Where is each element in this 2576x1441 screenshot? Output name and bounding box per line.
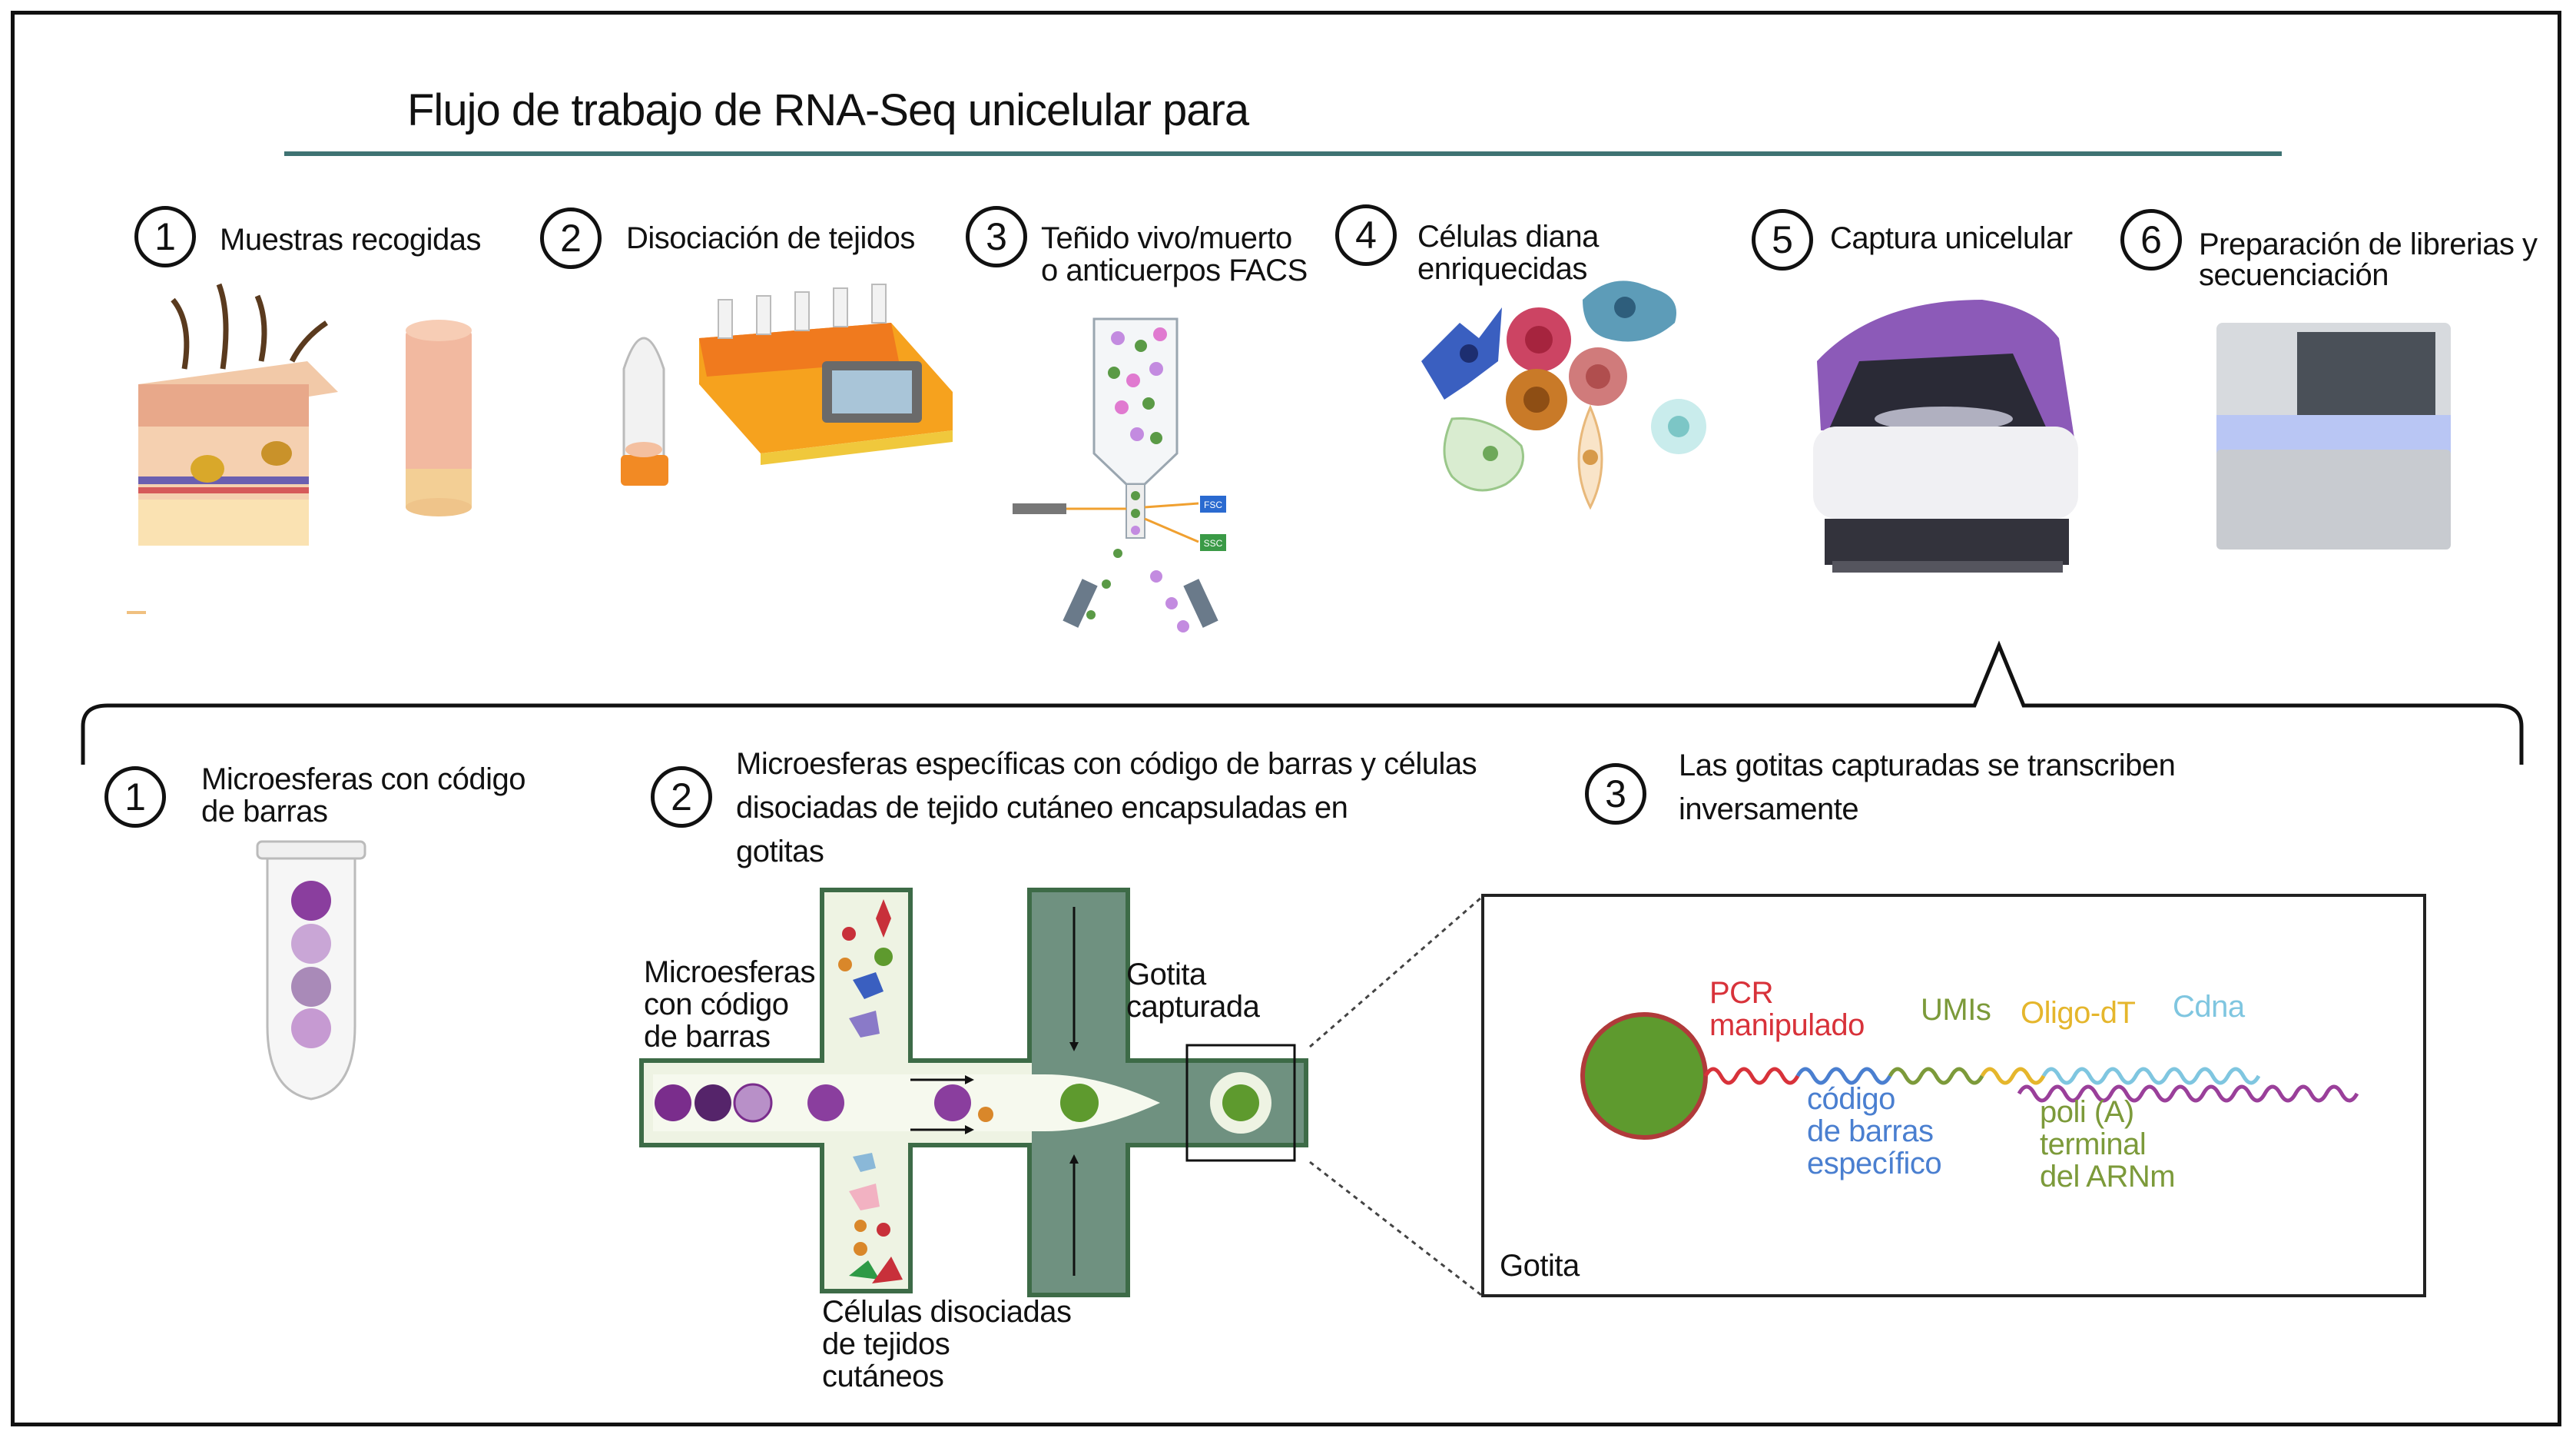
bottom-step-label-3-line2: inversamente — [1679, 792, 1859, 826]
polya-label-line1: poli (A) — [2040, 1095, 2134, 1129]
step-label-1: Muestras recogidas — [220, 223, 482, 257]
skin-block-illustration — [127, 283, 338, 614]
cdna-label: Cdna — [2173, 990, 2245, 1024]
fsc-tag: FSC — [1204, 500, 1222, 510]
bottom-step-label-2-line2: disociadas de tejido cutáneo encapsulada… — [736, 791, 1348, 825]
beads-label-line2: con código — [644, 988, 789, 1021]
pcr-label-line1: PCR — [1709, 976, 1773, 1010]
captured-label-line1: Gotita — [1126, 958, 1206, 991]
barcode-label-line2: de barras — [1807, 1114, 1934, 1148]
sequencer-illustration — [2216, 323, 2451, 550]
figure-title: Flujo de trabajo de RNA-Seq unicelular p… — [407, 85, 1249, 135]
barcode-label-line3: específico — [1807, 1147, 1942, 1180]
step-label-4-line2: enriquecidas — [1417, 252, 1587, 286]
step-number-1: 1 — [134, 206, 196, 267]
step-number-3: 3 — [966, 206, 1027, 267]
pcr-label-line2: manipulado — [1709, 1008, 1865, 1042]
figure-frame — [11, 11, 2561, 1426]
bottom-step-label-2-line3: gotitas — [736, 835, 824, 868]
bottom-step-label-1-line2: de barras — [201, 795, 328, 828]
umis-label: UMIs — [1921, 993, 1991, 1027]
ssc-tag: SSC — [1204, 538, 1223, 549]
bottom-step-label-3-line1: Las gotitas capturadas se transcriben — [1679, 749, 2176, 782]
beads-label-line3: de barras — [644, 1020, 771, 1054]
beads-label-line1: Microesferas — [644, 955, 815, 989]
captured-label-line2: capturada — [1126, 990, 1260, 1024]
title-rule — [284, 151, 2282, 156]
droplet-box-label: Gotita — [1500, 1249, 1580, 1283]
bottom-step-number-3: 3 — [1585, 763, 1646, 825]
step-label-5: Captura unicelular — [1830, 221, 2073, 255]
capture-instrument-illustration — [1813, 300, 2078, 573]
bead-tube-illustration — [256, 840, 366, 1101]
oligo-dt-label: Oligo-dT — [2021, 996, 2136, 1030]
polya-label-line3: del ARNm — [2040, 1160, 2176, 1194]
step-label-2: Disociación de tejidos — [626, 221, 915, 255]
facs-illustration: FSC SSC — [1013, 317, 1226, 633]
enriched-cells-illustration — [1421, 281, 1706, 510]
step-label-6-line1: Preparación de librerias y — [2199, 227, 2538, 261]
droplet-zoom-box — [1481, 894, 2426, 1297]
step-number-4: 4 — [1335, 204, 1397, 266]
bottom-step-label-1-line1: Microesferas con código — [201, 762, 526, 796]
microfluidic-chip-illustration — [639, 888, 1308, 1297]
cells-label-line3: cutáneos — [822, 1360, 944, 1393]
droplet-contents — [1580, 1012, 2359, 1140]
step-number-5: 5 — [1752, 209, 1813, 271]
bottom-step-label-2-line1: Microesferas específicas con código de b… — [736, 747, 1477, 781]
step-label-4-line1: Células diana — [1417, 220, 1599, 254]
step-label-6-line2: secuenciación — [2199, 258, 2389, 292]
cells-label-line2: de tejidos — [822, 1327, 950, 1361]
tube-illustration — [621, 337, 668, 486]
skin-cylinder-illustration — [406, 320, 472, 516]
polya-label-line2: terminal — [2040, 1127, 2147, 1161]
cells-label-line1: Células disociadas — [822, 1295, 1072, 1329]
step-number-6: 6 — [2120, 209, 2182, 271]
step-label-3-line2: o anticuerpos FACS — [1041, 254, 1308, 287]
bottom-step-number-1: 1 — [104, 766, 166, 828]
barcode-label-line1: código — [1807, 1082, 1895, 1116]
step-label-3-line1: Teñido vivo/muerto — [1041, 221, 1292, 255]
dissociator-illustration — [699, 284, 953, 465]
bottom-step-number-2: 2 — [651, 766, 712, 828]
step-number-2: 2 — [540, 208, 602, 269]
